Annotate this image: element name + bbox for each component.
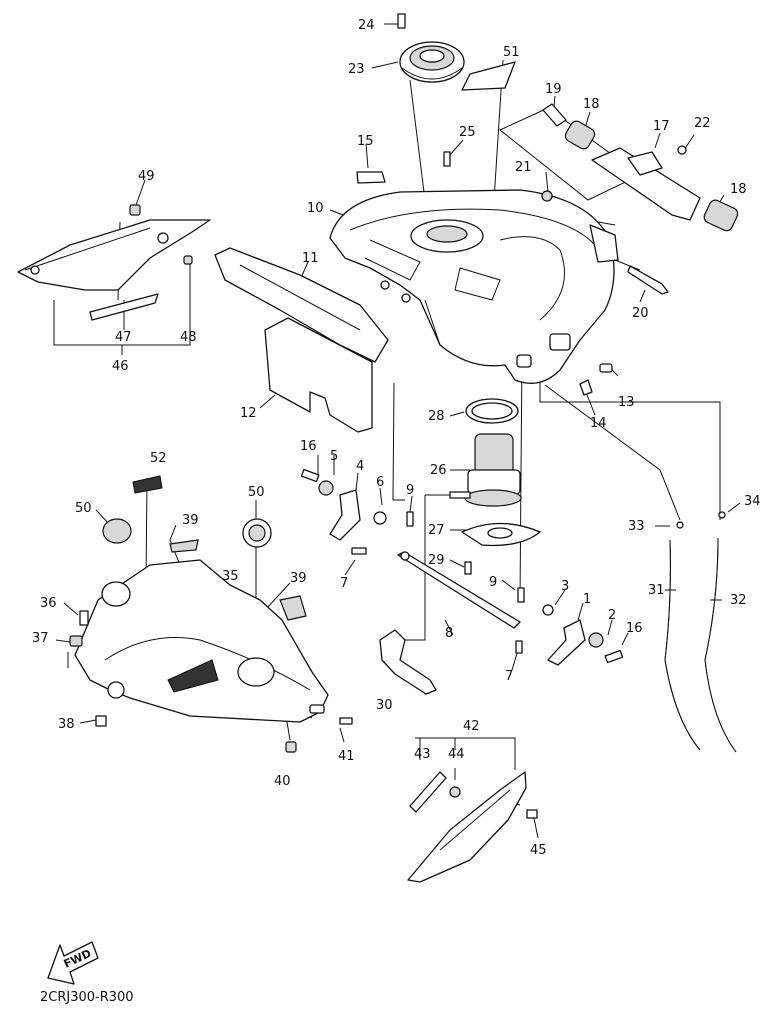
callout-24: 24 xyxy=(358,18,375,33)
mount-brackets xyxy=(300,468,624,666)
callout-44: 44 xyxy=(448,747,465,762)
callout-39a: 39 xyxy=(182,513,199,528)
leader-lines xyxy=(53,23,741,839)
callout-2: 2 xyxy=(608,608,616,623)
label-52 xyxy=(132,475,163,494)
callout-18b: 18 xyxy=(730,182,747,197)
callout-15: 15 xyxy=(357,134,374,149)
left-side-cover xyxy=(17,204,211,321)
label-sheet-51 xyxy=(461,61,516,91)
callout-48: 48 xyxy=(180,330,197,345)
callout-9a: 9 xyxy=(406,483,414,498)
callout-10: 10 xyxy=(307,201,324,216)
callout-16b: 16 xyxy=(626,621,643,636)
callout-42: 42 xyxy=(463,719,480,734)
callout-29: 29 xyxy=(428,553,445,568)
callout-31: 31 xyxy=(648,583,665,598)
callout-39b: 39 xyxy=(290,571,307,586)
pad-39b xyxy=(279,595,307,621)
callout-7a: 7 xyxy=(340,576,348,591)
emblem-50a xyxy=(102,518,132,544)
callout-33: 33 xyxy=(628,519,645,534)
fuel-pump-assembly xyxy=(449,398,541,575)
callout-18a: 18 xyxy=(583,97,600,112)
drain-hoses xyxy=(664,511,737,753)
callout-32: 32 xyxy=(730,593,747,608)
tank-cover-35 xyxy=(74,559,329,723)
callout-28: 28 xyxy=(428,409,445,424)
callout-1: 1 xyxy=(583,592,591,607)
pad-39a xyxy=(169,539,199,553)
callout-9b: 9 xyxy=(489,575,497,590)
nut-21 xyxy=(541,190,553,202)
fuel-cap-assembly xyxy=(397,13,465,83)
callout-labels: 24 23 51 19 18 17 22 18 21 25 15 10 11 2… xyxy=(32,18,761,858)
callout-45: 45 xyxy=(530,843,547,858)
callout-34: 34 xyxy=(744,494,761,509)
upper-bracket-assembly xyxy=(542,103,739,232)
forward-arrow-icon: FWD xyxy=(47,941,99,985)
callout-30: 30 xyxy=(376,698,393,713)
fuel-tank xyxy=(329,189,619,384)
cover-fasteners xyxy=(69,610,353,753)
callout-8: 8 xyxy=(445,626,453,641)
callout-26: 26 xyxy=(430,463,447,478)
callout-14: 14 xyxy=(590,416,607,431)
fuel-hose-30 xyxy=(379,629,437,695)
callout-6: 6 xyxy=(376,475,384,490)
callout-3: 3 xyxy=(561,579,569,594)
callout-50b: 50 xyxy=(248,485,265,500)
callout-37: 37 xyxy=(32,631,49,646)
callout-22: 22 xyxy=(694,116,711,131)
lower-panel xyxy=(407,771,538,883)
callout-5: 5 xyxy=(330,449,338,464)
callout-25: 25 xyxy=(459,125,476,140)
callout-35: 35 xyxy=(222,569,239,584)
pad-12 xyxy=(264,317,373,433)
callout-11: 11 xyxy=(302,251,319,266)
emblem-50b-inner xyxy=(248,524,266,542)
diagram-code: 2CRJ300-R300 xyxy=(40,990,134,1005)
callout-23: 23 xyxy=(348,62,365,77)
callout-49: 49 xyxy=(138,169,155,184)
callout-20: 20 xyxy=(632,306,649,321)
callout-50a: 50 xyxy=(75,501,92,516)
callout-46: 46 xyxy=(112,359,129,374)
side-panel-11 xyxy=(214,247,389,363)
callout-21: 21 xyxy=(515,160,532,175)
callout-16a: 16 xyxy=(300,439,317,454)
clip-14 xyxy=(579,379,593,396)
callout-47: 47 xyxy=(115,330,132,345)
callout-43: 43 xyxy=(414,747,431,762)
callout-4: 4 xyxy=(356,459,364,474)
plate-15 xyxy=(356,171,386,184)
callout-38: 38 xyxy=(58,717,75,732)
callout-36: 36 xyxy=(40,596,57,611)
callout-40: 40 xyxy=(274,774,291,789)
callout-41: 41 xyxy=(338,749,355,764)
callout-17: 17 xyxy=(653,119,670,134)
bolt-25 xyxy=(443,151,451,167)
callout-12: 12 xyxy=(240,406,257,421)
callout-27: 27 xyxy=(428,523,445,538)
callout-13: 13 xyxy=(618,395,635,410)
grommet-13 xyxy=(599,363,613,373)
bolt-20 xyxy=(627,265,669,295)
callout-52: 52 xyxy=(150,451,167,466)
callout-7b: 7 xyxy=(505,669,513,684)
callout-19: 19 xyxy=(545,82,562,97)
callout-51: 51 xyxy=(503,45,520,60)
